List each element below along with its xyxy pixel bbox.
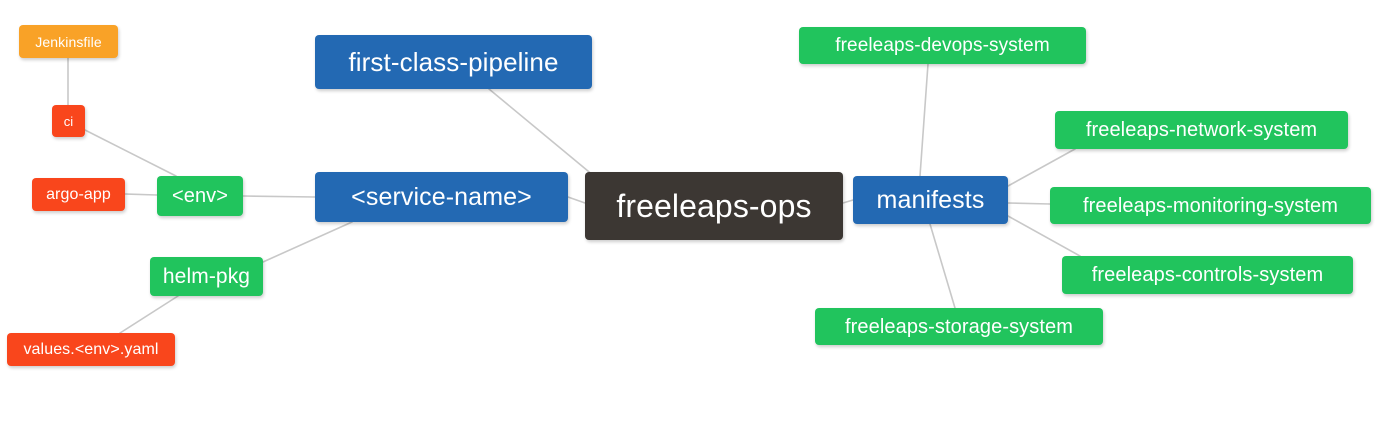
node-label-service-name: <service-name> bbox=[351, 182, 532, 211]
node-jenkinsfile[interactable]: Jenkinsfile bbox=[19, 25, 118, 58]
node-freeleaps-network-system[interactable]: freeleaps-network-system bbox=[1055, 111, 1348, 149]
node-values-env-yaml[interactable]: values.<env>.yaml bbox=[7, 333, 175, 366]
node-label-freeleaps-controls-system: freeleaps-controls-system bbox=[1091, 264, 1324, 286]
edge-manifests-to-freeleaps-devops-system bbox=[919, 63, 929, 177]
edge-env-to-argo-app bbox=[124, 193, 158, 196]
node-label-env: <env> bbox=[171, 185, 229, 207]
edge-helm-pkg-to-values-env-yaml bbox=[119, 295, 179, 334]
edge-manifests-to-freeleaps-storage-system bbox=[929, 223, 956, 309]
edge-manifests-to-freeleaps-monitoring-system bbox=[1007, 202, 1051, 205]
edge-env-to-ci bbox=[84, 129, 177, 177]
node-label-freeleaps-storage-system: freeleaps-storage-system bbox=[844, 315, 1074, 338]
node-label-first-class-pipeline: first-class-pipeline bbox=[348, 47, 559, 77]
node-service-name[interactable]: <service-name> bbox=[315, 172, 568, 222]
edge-service-name-to-env bbox=[242, 195, 316, 198]
node-label-argo-app: argo-app bbox=[46, 185, 111, 203]
node-argo-app[interactable]: argo-app bbox=[32, 178, 125, 211]
node-first-class-pipeline[interactable]: first-class-pipeline bbox=[315, 35, 592, 89]
edge-freeleaps-ops-to-first-class-pipeline bbox=[488, 88, 595, 177]
edge-freeleaps-ops-to-manifests bbox=[842, 199, 854, 204]
node-label-ci: ci bbox=[63, 113, 74, 129]
node-label-manifests: manifests bbox=[876, 185, 985, 214]
node-helm-pkg[interactable]: helm-pkg bbox=[150, 257, 263, 296]
edge-service-name-to-helm-pkg bbox=[262, 221, 353, 263]
node-freeleaps-monitoring-system[interactable]: freeleaps-monitoring-system bbox=[1050, 187, 1371, 224]
node-label-helm-pkg: helm-pkg bbox=[162, 265, 251, 288]
node-freeleaps-storage-system[interactable]: freeleaps-storage-system bbox=[815, 308, 1103, 345]
node-manifests[interactable]: manifests bbox=[853, 176, 1008, 224]
node-label-freeleaps-monitoring-system: freeleaps-monitoring-system bbox=[1082, 194, 1338, 217]
node-label-freeleaps-devops-system: freeleaps-devops-system bbox=[835, 35, 1050, 56]
node-env[interactable]: <env> bbox=[157, 176, 243, 216]
node-label-freeleaps-network-system: freeleaps-network-system bbox=[1085, 119, 1318, 141]
node-label-jenkinsfile: Jenkinsfile bbox=[35, 33, 102, 50]
node-freeleaps-ops[interactable]: freeleaps-ops bbox=[585, 172, 843, 240]
edge-manifests-to-freeleaps-network-system bbox=[1007, 148, 1076, 187]
edge-freeleaps-ops-to-service-name bbox=[567, 196, 586, 204]
node-freeleaps-controls-system[interactable]: freeleaps-controls-system bbox=[1062, 256, 1353, 294]
node-ci[interactable]: ci bbox=[52, 105, 85, 137]
node-label-values-env-yaml: values.<env>.yaml bbox=[23, 340, 159, 358]
node-freeleaps-devops-system[interactable]: freeleaps-devops-system bbox=[799, 27, 1086, 64]
node-label-freeleaps-ops: freeleaps-ops bbox=[616, 188, 812, 224]
